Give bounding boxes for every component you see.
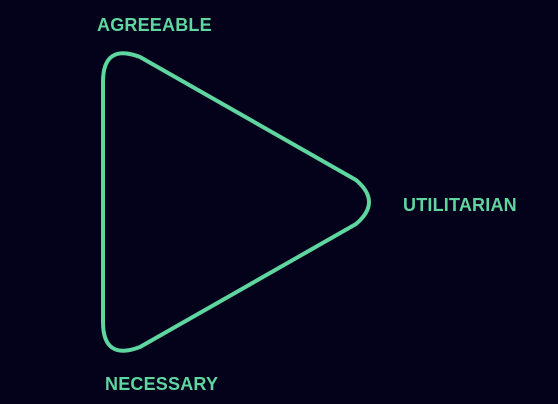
- vertex-label-utilitarian: UTILITARIAN: [403, 195, 517, 215]
- vertex-label-necessary: NECESSARY: [105, 374, 219, 394]
- vertex-label-agreeable: AGREEABLE: [97, 15, 212, 35]
- triangle-outline: [101, 51, 371, 353]
